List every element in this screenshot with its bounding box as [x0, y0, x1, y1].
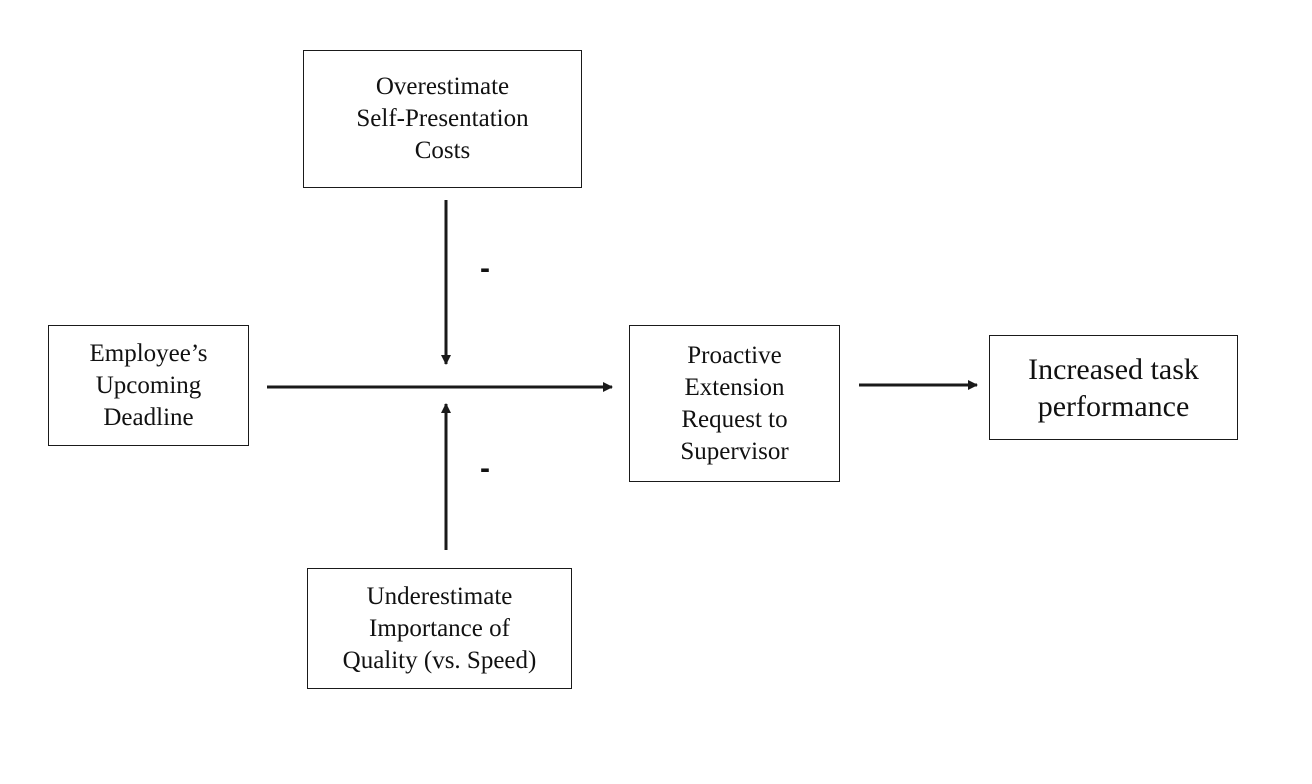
node-overestimate-costs: Overestimate Self-Presentation Costs	[303, 50, 582, 188]
node-upcoming-deadline: Employee’s Upcoming Deadline	[48, 325, 249, 446]
negative-sign-top: -	[480, 252, 490, 285]
node-deadline-label: Employee’s Upcoming Deadline	[89, 339, 208, 431]
negative-sign-bottom: -	[480, 452, 490, 485]
node-increased-task-performance: Increased task performance	[989, 335, 1238, 440]
node-underestimate-quality: Underestimate Importance of Quality (vs.…	[307, 568, 572, 689]
node-overestimate-label: Overestimate Self-Presentation Costs	[356, 73, 529, 164]
node-increased-label: Increased task performance	[1028, 352, 1199, 423]
node-underestimate-label: Underestimate Importance of Quality (vs.…	[342, 582, 537, 674]
node-proactive-extension-request: Proactive Extension Request to Superviso…	[629, 325, 840, 482]
node-proactive-label: Proactive Extension Request to Superviso…	[680, 341, 789, 465]
